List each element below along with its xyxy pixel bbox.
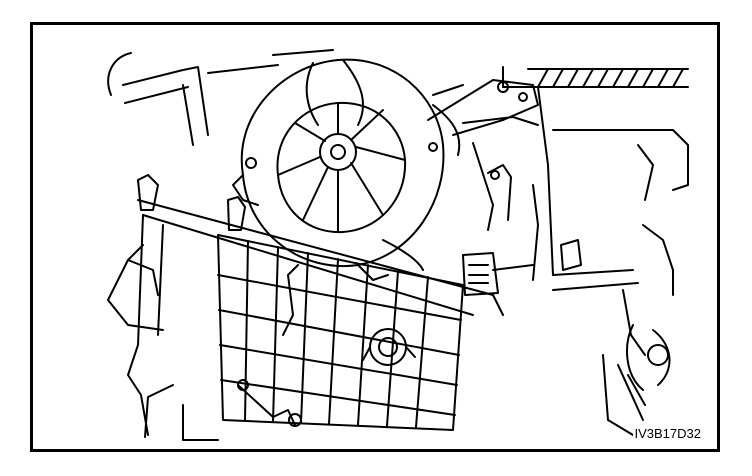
right-housing: [462, 66, 689, 356]
duct-tube: [107, 49, 334, 146]
door-linkage-arm: [427, 79, 539, 136]
figure-reference-code: IV3B17D32: [632, 426, 703, 441]
housing-brackets: [137, 142, 512, 231]
blower-motor: [232, 58, 461, 281]
panel-ports: [237, 328, 416, 427]
filter-grid-panel: [217, 234, 464, 431]
lower-left-housing: [144, 384, 219, 441]
figure-frame: IV3B17D32: [30, 22, 720, 452]
hvac-blower-assembly-illustration: [107, 49, 689, 441]
lower-actuator: [602, 324, 671, 436]
electrical-connector: [382, 239, 582, 296]
